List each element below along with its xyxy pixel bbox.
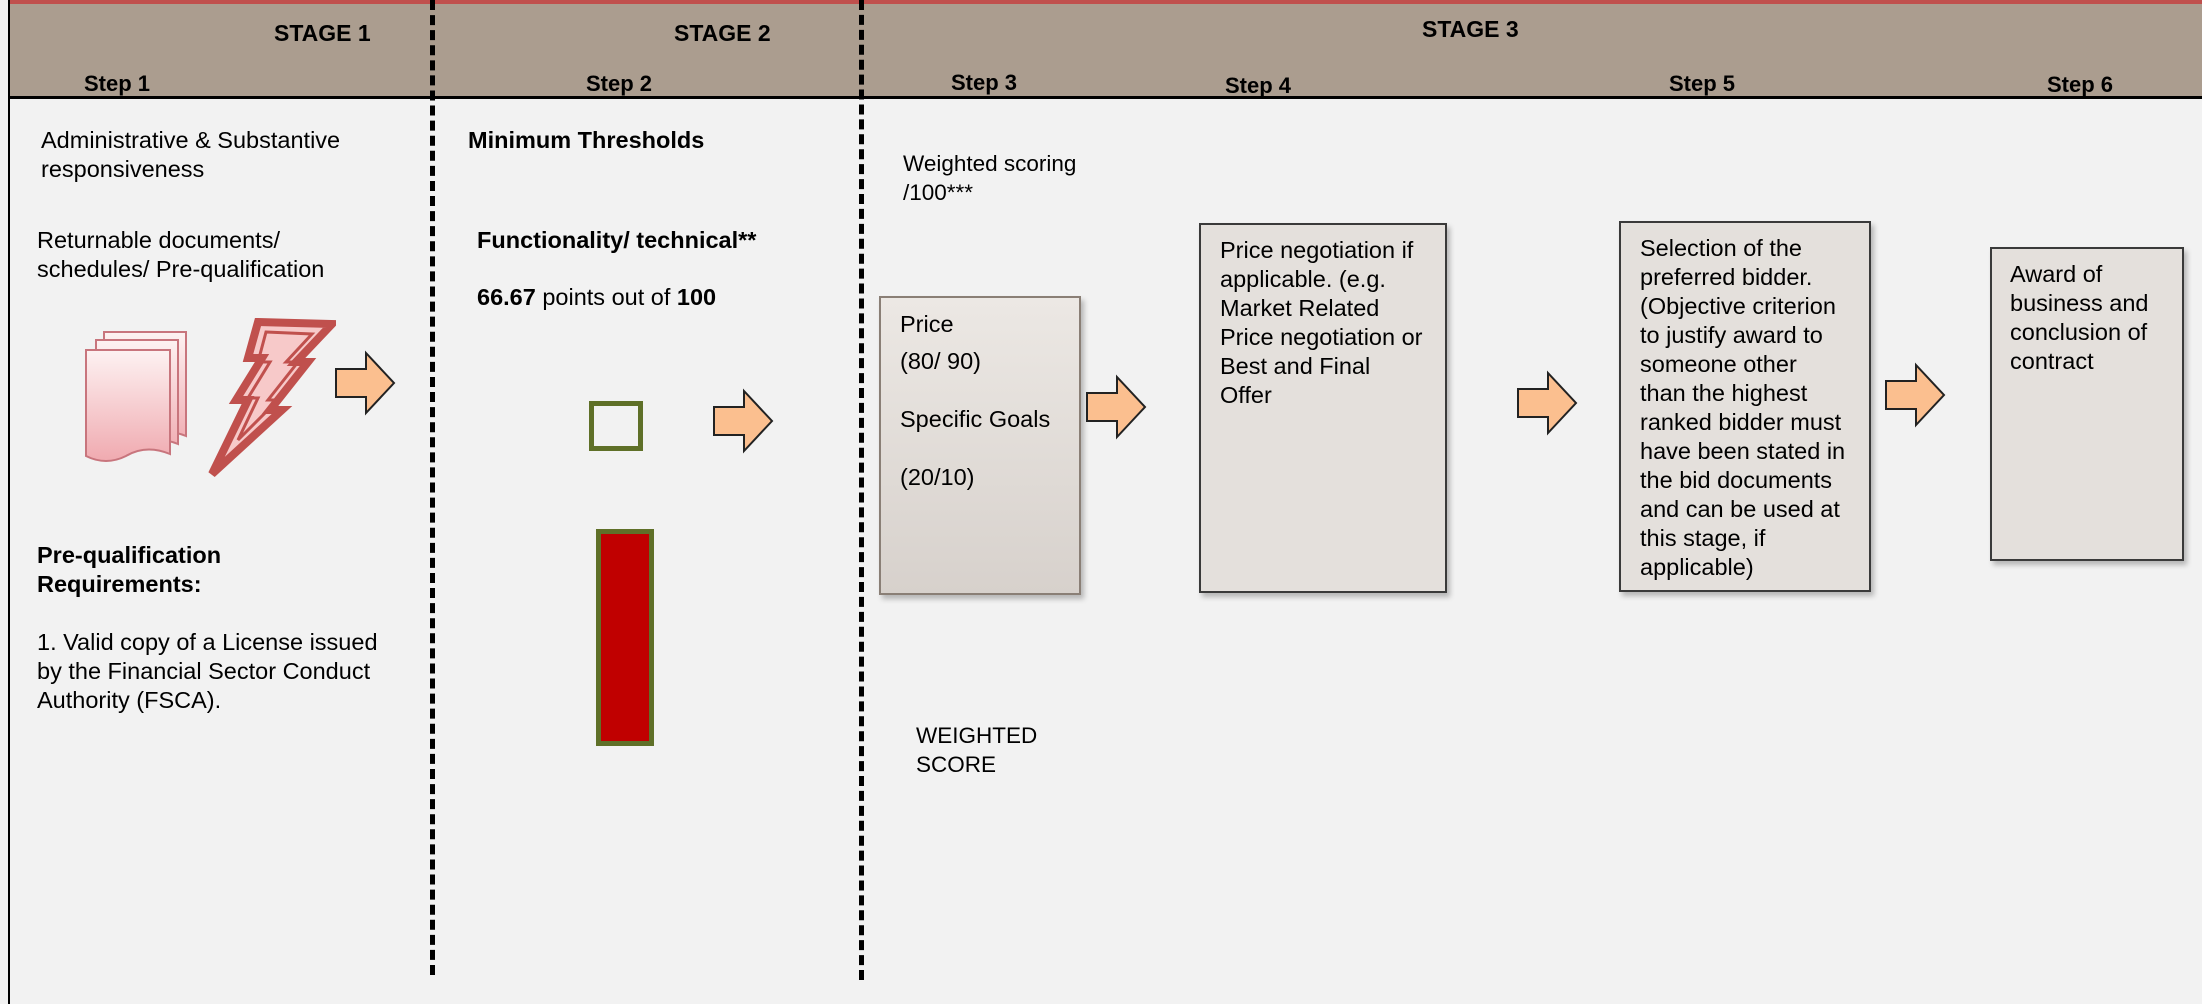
- prequal-heading: Pre-qualification Requirements:: [37, 542, 222, 597]
- step-6-label: Step 6: [2047, 72, 2114, 97]
- threshold-text: 66.67 points out of 100: [477, 283, 716, 312]
- minimum-thresholds-heading: Minimum Thresholds: [468, 127, 705, 153]
- arrow-right-icon: [1516, 370, 1578, 436]
- frame-top-border: [8, 0, 2202, 4]
- arrow-right-icon: [712, 388, 774, 454]
- step-4-label: Step 4: [1225, 73, 1292, 98]
- threshold-total: 100: [676, 284, 717, 310]
- threshold-mid: points out of: [535, 284, 677, 310]
- threshold-value: 66.67: [477, 284, 536, 310]
- step-4-box: Price negotiation if applicable. (e.g. M…: [1199, 223, 1447, 593]
- returnable-documents-text: Returnable documents/ schedules/ Pre-qua…: [37, 227, 325, 282]
- frame-left-border: [8, 0, 10, 1004]
- stage-1-label: STAGE 1: [274, 20, 371, 46]
- functionality-heading: Functionality/ technical**: [477, 227, 757, 253]
- arrow-right-icon: [1085, 374, 1147, 440]
- prequal-item-1: 1. Valid copy of a License issued by the…: [37, 629, 378, 713]
- arrow-right-icon: [1884, 362, 1946, 428]
- step-6-box: Award of business and conclusion of cont…: [1990, 247, 2184, 561]
- stage-divider-1: [430, 0, 435, 975]
- header-band: [10, 4, 2202, 99]
- stage-divider-2: [859, 0, 864, 980]
- step-1-label: Step 1: [84, 71, 151, 96]
- step-5-box: Selection of the preferred bidder. (Obje…: [1619, 221, 1871, 592]
- step-2-label: Step 2: [586, 71, 653, 96]
- stage-3-label: STAGE 3: [1422, 16, 1519, 42]
- price-box: Price (80/ 90) Specific Goals (20/10): [879, 296, 1081, 595]
- weighted-score-label: WEIGHTED SCORE: [916, 723, 1038, 777]
- weighted-scoring-text: Weighted scoring /100***: [903, 151, 1077, 205]
- stage-2-label: STAGE 2: [674, 20, 771, 46]
- threshold-empty-square: [589, 401, 643, 451]
- step-5-label: Step 5: [1669, 71, 1736, 96]
- step-3-label: Step 3: [951, 70, 1018, 95]
- arrow-right-icon: [334, 350, 396, 416]
- responsiveness-text: Administrative & Substantive responsiven…: [41, 127, 341, 182]
- lightning-icon: [208, 318, 336, 478]
- threshold-red-bar: [596, 529, 654, 746]
- documents-icon: [82, 328, 192, 463]
